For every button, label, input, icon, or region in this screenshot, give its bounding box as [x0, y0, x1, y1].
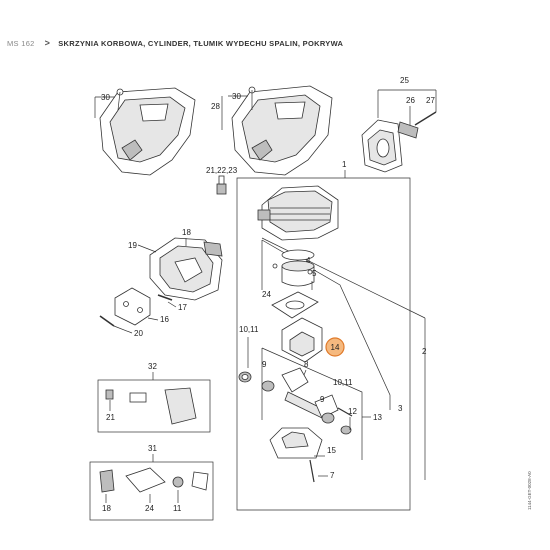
callout-28[interactable]: 28: [211, 102, 220, 111]
crankcase-upper-part: [281, 317, 323, 363]
callout-7[interactable]: 7: [330, 471, 335, 480]
callout-17[interactable]: 17: [178, 303, 187, 312]
callout-30a[interactable]: 30: [101, 93, 110, 102]
chevron-right-icon: >: [44, 38, 51, 48]
callout-24[interactable]: 24: [262, 290, 271, 299]
spark-plug-part: [216, 175, 227, 195]
callout-18b[interactable]: 18: [102, 504, 111, 513]
callout-9b[interactable]: 9: [320, 395, 325, 404]
callout-30b[interactable]: 30: [232, 92, 241, 101]
cover-part-19: [149, 237, 223, 301]
callout-21-22-23[interactable]: 21,22,23: [206, 166, 238, 175]
callout-14[interactable]: 14: [331, 343, 340, 352]
callout-16[interactable]: 16: [160, 315, 169, 324]
cover-part-30-left: [99, 87, 196, 176]
piston-part: [272, 249, 315, 287]
crankshaft-part: [261, 367, 353, 419]
callout-9a[interactable]: 9: [262, 360, 267, 369]
cover-part-28: [231, 85, 333, 176]
cylinder-part: [257, 185, 339, 241]
callout-24b[interactable]: 24: [145, 504, 154, 513]
callout-25[interactable]: 25: [400, 76, 409, 85]
callout-31[interactable]: 31: [148, 444, 157, 453]
callout-21[interactable]: 21: [106, 413, 115, 422]
callout-32[interactable]: 32: [148, 362, 157, 371]
piston-box-3: [261, 239, 391, 410]
callout-19[interactable]: 19: [128, 241, 137, 250]
callout-5a[interactable]: 5: [312, 269, 317, 278]
callout-15[interactable]: 15: [327, 446, 336, 455]
breadcrumb: MS 162 > SKRZYNIA KORBOWA, CYLINDER, TŁU…: [7, 38, 343, 48]
callout-4[interactable]: 4: [306, 256, 311, 265]
assembly-frame-1: [236, 177, 411, 511]
highlight-callout-14[interactable]: [325, 337, 345, 357]
callout-10-11b[interactable]: 10,11: [333, 378, 353, 387]
callout-26[interactable]: 26: [406, 96, 415, 105]
callout-8[interactable]: 8: [304, 360, 309, 369]
kit-32-parts: [105, 387, 197, 425]
breadcrumb-model[interactable]: MS 162: [7, 38, 35, 48]
muffler-part-25: [361, 111, 437, 173]
gasket-part-24: [271, 291, 319, 319]
crankcase-lower-part: [269, 427, 323, 483]
callout-1[interactable]: 1: [342, 160, 347, 169]
bracket-part-16: [114, 287, 151, 326]
kit-box-31: [89, 461, 214, 521]
callout-3[interactable]: 3: [398, 404, 403, 413]
callout-12[interactable]: 12: [348, 407, 357, 416]
callout-11[interactable]: 11: [173, 504, 182, 513]
callout-13[interactable]: 13: [373, 413, 382, 422]
kit-31-parts: [99, 467, 209, 493]
callout-20[interactable]: 20: [134, 329, 143, 338]
crankshaft-box-13: [261, 347, 363, 460]
kit-box-32: [97, 379, 211, 433]
page-title: SKRZYNIA KORBOWA, CYLINDER, TŁUMIK WYDEC…: [58, 38, 344, 48]
drawing-code: 1144-GET-0028-A0: [527, 471, 532, 510]
callout-18[interactable]: 18: [182, 228, 191, 237]
callout-2[interactable]: 2: [422, 347, 427, 356]
callout-27[interactable]: 27: [426, 96, 435, 105]
callout-10-11a[interactable]: 10,11: [239, 325, 259, 334]
